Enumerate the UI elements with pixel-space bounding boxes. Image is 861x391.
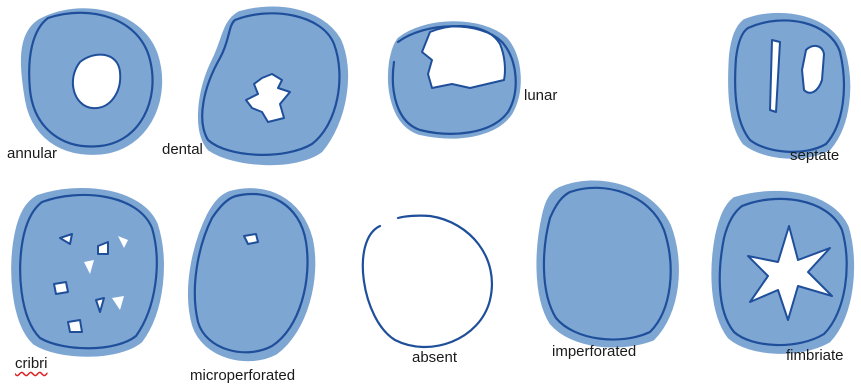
annular-shape: [24, 11, 159, 152]
cribri-shape: [14, 191, 161, 354]
label-imperforated: imperforated: [552, 344, 636, 359]
label-absent: absent: [412, 350, 457, 365]
label-annular: annular: [7, 146, 57, 161]
label-septate: septate: [790, 148, 839, 163]
label-cribri: cribri: [15, 356, 48, 371]
label-fimbriate: fimbriate: [786, 348, 844, 363]
label-dental: dental: [162, 142, 203, 157]
septate-shape: [731, 16, 847, 156]
imperforated-shape: [539, 183, 676, 344]
label-lunar: lunar: [524, 88, 557, 103]
microperforated-shape: [191, 191, 312, 358]
absent-shape: [363, 216, 492, 347]
dental-shape: [201, 10, 345, 163]
label-microperforated: microperforated: [190, 368, 295, 383]
fimbriate-shape: [714, 194, 851, 351]
lunar-shape: [391, 24, 518, 135]
